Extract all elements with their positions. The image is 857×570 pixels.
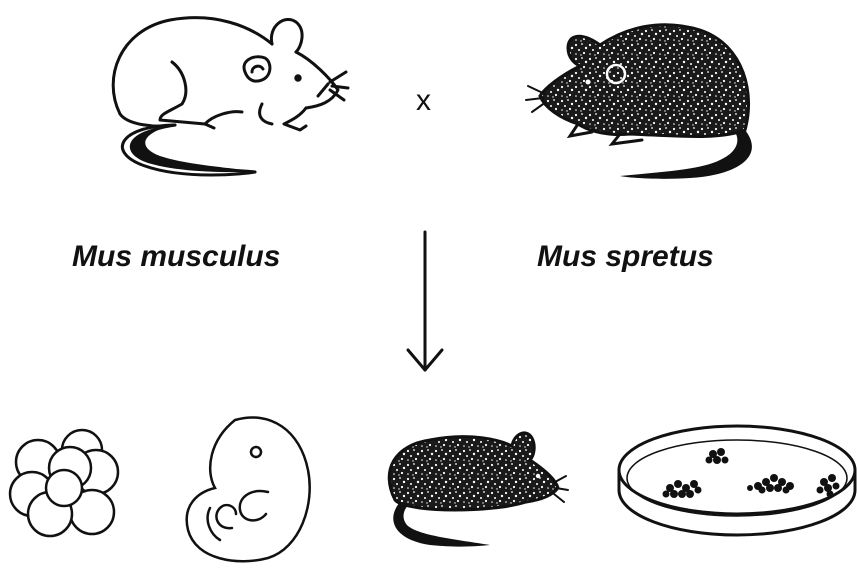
cross-symbol: x xyxy=(416,84,431,118)
white-mouse-tail-fill xyxy=(130,126,255,172)
petri-dish-illustration xyxy=(619,426,855,535)
eight-cell-embryo-illustration xyxy=(10,430,118,536)
hybrid-mouse-illustration xyxy=(389,433,568,547)
cross-result-arrow xyxy=(408,232,442,370)
fetus-illustration xyxy=(187,417,310,561)
speckled-mouse-illustration xyxy=(526,25,752,179)
species-label-mus-spretus: Mus spretus xyxy=(537,240,714,274)
species-label-mus-musculus: Mus musculus xyxy=(72,240,280,274)
